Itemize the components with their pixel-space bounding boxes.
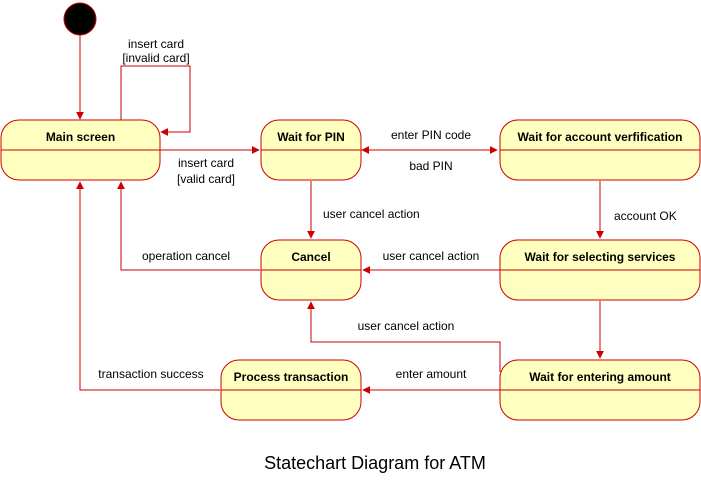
label-pin-cancel: user cancel action (323, 207, 420, 221)
state-label-wait-pin: Wait for PIN (277, 130, 345, 144)
edge-transaction-success (76, 181, 220, 391)
state-wait-verification: Wait for account verfification (499, 119, 701, 181)
label-amount-cancel: user cancel action (358, 319, 455, 333)
label-invalid-card-line2: [invalid card] (122, 51, 189, 65)
state-label-wait-services: Wait for selecting services (525, 250, 676, 264)
state-cancel: Cancel (260, 239, 362, 301)
label-enter-pin: enter PIN code (391, 128, 471, 142)
state-wait-services: Wait for selecting services (499, 239, 701, 301)
state-wait-pin: Wait for PIN (260, 119, 362, 181)
initial-state (63, 2, 97, 36)
diagram-title: Statechart Diagram for ATM (264, 453, 486, 473)
transitions (76, 35, 604, 394)
edge-invalid-card-loop (120, 65, 191, 136)
state-main-screen: Main screen (0, 119, 161, 181)
label-enter-amount: enter amount (396, 367, 467, 381)
edge-operation-cancel (117, 181, 260, 271)
label-operation-cancel: operation cancel (142, 249, 230, 263)
label-transaction-success: transaction success (98, 367, 203, 381)
state-label-wait-verification: Wait for account verfification (518, 130, 683, 144)
state-label-wait-amount: Wait for entering amount (529, 370, 671, 384)
label-bad-pin: bad PIN (409, 159, 452, 173)
state-label-cancel: Cancel (291, 250, 330, 264)
edge-amount-cancel (307, 301, 501, 372)
label-account-ok: account OK (614, 209, 677, 223)
label-valid-card-line1: insert card (178, 156, 234, 170)
label-invalid-card-line1: insert card (128, 37, 184, 51)
label-services-cancel: user cancel action (383, 249, 480, 263)
label-valid-card-line2: [valid card] (177, 172, 235, 186)
state-wait-amount: Wait for entering amount (499, 359, 701, 421)
state-label-main-screen: Main screen (46, 130, 115, 144)
state-process-transaction: Process transaction (220, 359, 362, 421)
state-label-process-transaction: Process transaction (234, 370, 349, 384)
